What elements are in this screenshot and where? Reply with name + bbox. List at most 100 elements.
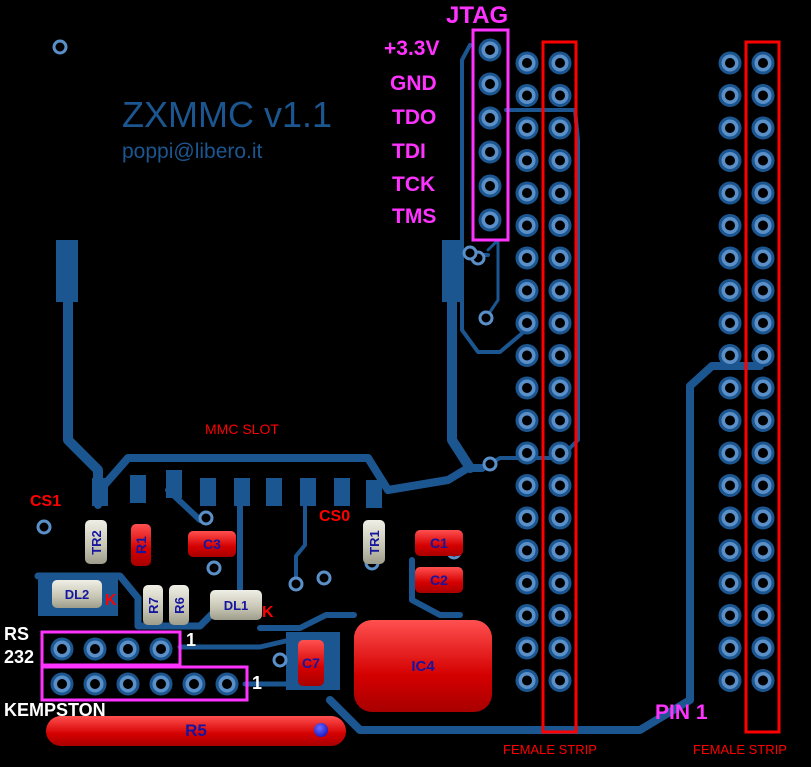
strip-right-pad-a7-hole — [725, 285, 735, 296]
trace-ground-loop — [326, 362, 764, 734]
jtag-header-outline — [471, 28, 510, 242]
strip-left-pad-b5-hole — [555, 220, 565, 231]
strip-left-pad-a4-hole — [522, 188, 532, 198]
strip-left-pad-a19-hole — [522, 675, 532, 686]
c1-capacitor: C1 — [415, 530, 463, 556]
strip-right-pad-a12-hole — [725, 448, 735, 458]
strip-left-pad-b4-hole — [555, 188, 565, 198]
jtag-pin-label-3v3: +3.3V — [384, 37, 440, 60]
rs232-header-outline — [40, 630, 182, 667]
strip-right-pad-b5-hole — [758, 220, 768, 231]
strip-left-pad-a12-hole — [522, 448, 532, 458]
strip-right-pad-b12-hole — [758, 448, 768, 458]
pin1-label: PIN 1 — [655, 701, 708, 724]
dl1-led: DL1 — [210, 590, 262, 620]
strip-right-pad-a9-hole — [725, 350, 735, 361]
strip-left-pad-b13-hole — [555, 480, 565, 491]
strip-right-pad-a14-hole — [725, 513, 735, 523]
strip-right-pad-b15-hole — [758, 545, 768, 556]
mmc-slot-left-tab — [56, 240, 78, 302]
mmc-slot-right-tab — [442, 240, 464, 302]
strip-left-pad-b2-hole — [555, 123, 565, 133]
rs232-pad-3-hole — [156, 644, 166, 654]
board-title: ZXMMC v1.1 — [122, 94, 333, 135]
kempston-header-outline — [40, 665, 249, 702]
strip-left-pad-b11-hole — [555, 415, 565, 426]
strip-right-pad-b7-hole — [758, 285, 768, 296]
strip-left-pad-a5-hole — [522, 220, 532, 231]
strip-right-pad-b11-hole — [758, 415, 768, 426]
strip-left-pad-b9-hole — [555, 350, 565, 361]
jtag-pin-label-tck: TCK — [392, 173, 436, 196]
strip-left-pad-b0-hole — [555, 58, 565, 68]
strip-left-pad-b1-hole — [555, 90, 565, 101]
strip-right-pad-a19-hole — [725, 675, 735, 686]
jtag-pin-label-tdo: TDO — [392, 106, 437, 129]
strip-right-pad-b1-hole — [758, 90, 768, 101]
dl2-cathode-marker: K — [105, 592, 117, 609]
mmc-contact-1 — [130, 475, 146, 503]
strip-left-pad-b16-hole — [555, 578, 565, 588]
mmc-contact-5 — [266, 478, 282, 506]
strip-left-pad-a17-hole — [522, 610, 532, 621]
kempston-pad-3-hole — [156, 679, 166, 689]
jtag-pad-0-hole — [485, 45, 495, 55]
strip-left-pad-a0-hole — [522, 58, 532, 68]
strip-left-pad-a10-hole — [522, 383, 532, 393]
cs0-label: CS0 — [319, 508, 351, 525]
strip-left-pad-b19-hole — [555, 675, 565, 686]
mmc-contact-7 — [334, 478, 350, 506]
kempston-pad-1-hole — [90, 679, 100, 689]
strip-left-pad-a13-hole — [522, 480, 532, 491]
strip-left-pad-b3-hole — [555, 155, 565, 166]
mmc-contact-3 — [200, 478, 216, 506]
rs232-label-line1: RS — [4, 624, 30, 644]
strip-left-pad-a3-hole — [522, 155, 532, 166]
c7-capacitor: C7 — [298, 640, 324, 686]
strip-right-pad-b3-hole — [758, 155, 768, 166]
rs232-pin1-marker: 1 — [186, 630, 197, 650]
strip-right-pad-a4-hole — [725, 188, 735, 198]
r7-resistor: R7 — [143, 585, 163, 625]
tr2-transistor: TR2 — [85, 520, 107, 564]
mmc-contact-0 — [92, 478, 108, 506]
strip-right-pad-b0-hole — [758, 58, 768, 68]
strip-right-pad-a16-hole — [725, 578, 735, 588]
strip-right-pad-b14-hole — [758, 513, 768, 523]
kempston-pad-0-hole — [57, 679, 67, 689]
cs1-label: CS1 — [30, 493, 62, 510]
trace-rs232 — [177, 637, 293, 650]
strip-left-pad-b10-hole — [555, 383, 565, 393]
jtag-pad-5-hole — [485, 215, 495, 225]
strip-right-pad-b19-hole — [758, 675, 768, 686]
strip-right-pad-b2-hole — [758, 123, 768, 133]
strip-right-pad-a10-hole — [725, 383, 735, 393]
r5-resistor: R5 — [46, 716, 346, 746]
jtag-header-label: JTAG — [446, 2, 509, 29]
female-strip-left-outline — [541, 40, 578, 734]
jtag-pad-4-hole — [485, 181, 495, 191]
dl2-led: DL2 — [52, 580, 102, 608]
mmc-contact-8 — [366, 480, 382, 508]
rs232-label-line2: 232 — [4, 647, 35, 667]
strip-left-pad-a11-hole — [522, 415, 532, 426]
trace-right-vertical — [447, 295, 475, 473]
trace-jtag-left — [460, 43, 528, 354]
r5-marker-dot — [314, 723, 328, 737]
strip-right-pad-a13-hole — [725, 480, 735, 491]
mmc-contact-2 — [166, 470, 182, 498]
strip-left-pad-b12-hole — [555, 448, 565, 458]
strip-right-pad-a0-hole — [725, 58, 735, 68]
strip-right-pad-a11-hole — [725, 415, 735, 426]
strip-left-pad-a7-hole — [522, 285, 532, 296]
trace-left-vertical — [63, 295, 103, 495]
kempston-pin1-marker: 1 — [252, 673, 263, 693]
kempston-pad-5-hole — [222, 679, 232, 689]
c3-capacitor: C3 — [188, 531, 236, 557]
strip-right-pad-a8-hole — [725, 318, 735, 328]
via-0 — [52, 39, 68, 55]
strip-right-pad-b18-hole — [758, 643, 768, 653]
via-9 — [482, 456, 498, 472]
strip-right-pad-b17-hole — [758, 610, 768, 621]
